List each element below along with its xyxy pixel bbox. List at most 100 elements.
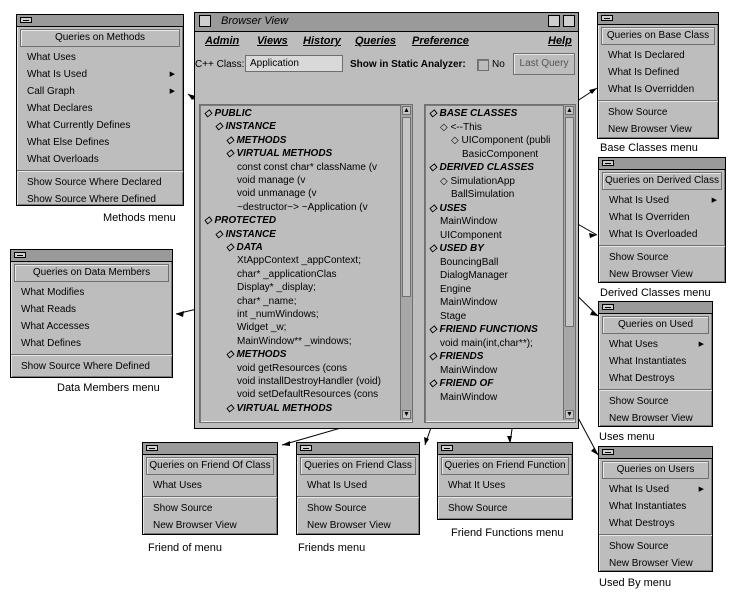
last-query-button[interactable]: Last Query	[513, 53, 575, 75]
menu-titlebar[interactable]	[17, 15, 183, 27]
menu-item-what-uses[interactable]: What Uses	[143, 477, 277, 494]
tree-item[interactable]: void main(int,char**);	[440, 337, 533, 349]
scroll-thumb[interactable]	[402, 117, 411, 297]
menu-item-what-overloads[interactable]: What Overloads	[17, 151, 183, 168]
menu-item-show-source-where-declared[interactable]: Show Source Where Declared	[17, 174, 183, 191]
menu-titlebar[interactable]	[599, 302, 712, 314]
tree-heading[interactable]: ◇ DERIVED CLASSES	[429, 162, 534, 173]
tree-item[interactable]: XtAppContext _appContext;	[237, 255, 361, 267]
menu-titlebar[interactable]	[11, 250, 172, 262]
tree-item[interactable]: Display* _display;	[237, 282, 316, 294]
tree-heading[interactable]: ◇ DATA	[226, 242, 263, 253]
tree-item[interactable]: char* _applicationClas	[237, 268, 337, 280]
menu-item-what-destroys[interactable]: What Destroys	[599, 515, 712, 532]
static-analyzer-checkbox[interactable]	[477, 59, 489, 71]
scroll-up-icon[interactable]: ▲	[565, 106, 574, 115]
tree-heading[interactable]: ◇ FRIEND OF	[429, 378, 494, 389]
tree-heading[interactable]: ◇ VIRTUAL METHODS	[226, 148, 333, 160]
menu-item-what-uses[interactable]: What Uses▶	[599, 336, 712, 353]
menu-titlebar[interactable]	[438, 443, 572, 455]
tree-heading[interactable]: ◇ FRIEND FUNCTIONS	[429, 324, 538, 335]
menu-item-call-graph[interactable]: Call Graph▶	[17, 83, 183, 100]
tree-item[interactable]: int _numWindows;	[237, 309, 319, 320]
menu-item-what-is-used[interactable]: What Is Used▶	[599, 481, 712, 498]
menu-item-new-browser-view[interactable]: New Browser View	[297, 517, 419, 534]
tree-item[interactable]: ◇ UIComponent (publi	[451, 135, 551, 146]
menu-help[interactable]: Help	[548, 35, 572, 47]
tree-heading[interactable]: ◇ PUBLIC	[204, 108, 252, 119]
tree-item[interactable]: BallSimulation	[451, 189, 515, 200]
menu-item-what-destroys[interactable]: What Destroys	[599, 370, 712, 387]
maximize-button[interactable]	[563, 15, 575, 27]
menu-window-button-icon[interactable]	[441, 445, 453, 451]
menu-history[interactable]: History	[303, 35, 341, 47]
menu-item-show-source[interactable]: Show Source	[297, 500, 419, 517]
menu-titlebar[interactable]	[297, 443, 419, 455]
menu-titlebar[interactable]	[143, 443, 277, 455]
menu-queries[interactable]: Queries	[355, 35, 396, 47]
tree-heading[interactable]: ◇ PROTECTED	[204, 215, 277, 227]
menu-item-show-source[interactable]: Show Source	[599, 393, 712, 410]
tree-heading[interactable]: ◇ METHODS	[226, 134, 287, 146]
menu-window-button-icon[interactable]	[20, 17, 32, 23]
menu-item-what-currently-defines[interactable]: What Currently Defines	[17, 117, 183, 134]
tree-item[interactable]: ~destructor~> ~Application (v	[237, 201, 368, 213]
scroll-up-icon[interactable]: ▲	[402, 106, 411, 115]
tree-item[interactable]: void unmanage (v	[237, 188, 317, 200]
menu-titlebar[interactable]	[599, 447, 712, 459]
tree-item[interactable]: Engine	[440, 283, 472, 295]
menu-window-button-icon[interactable]	[300, 445, 312, 451]
minimize-button[interactable]	[548, 15, 560, 27]
menu-admin[interactable]: Admin	[205, 35, 240, 47]
menu-item-show-source-where-defined[interactable]: Show Source Where Defined	[17, 191, 183, 208]
menu-item-new-browser-view[interactable]: New Browser View	[599, 266, 725, 283]
menu-window-button-icon[interactable]	[14, 252, 26, 258]
menu-item-what-accesses[interactable]: What Accesses	[11, 318, 172, 335]
tree-item[interactable]: void getResources (cons	[237, 362, 348, 374]
tree-heading[interactable]: ◇ FRIENDS	[429, 351, 484, 362]
menu-item-new-browser-view[interactable]: New Browser View	[598, 121, 718, 138]
tree-heading[interactable]: ◇ VIRTUAL METHODS	[226, 402, 333, 414]
tree-heading[interactable]: ◇ METHODS	[226, 349, 287, 361]
tree-item[interactable]: MainWindow	[440, 216, 498, 227]
menu-item-show-source[interactable]: Show Source	[143, 500, 277, 517]
menu-window-button-icon[interactable]	[601, 15, 613, 21]
menu-item-what-is-used[interactable]: What Is Used▶	[17, 66, 183, 83]
menu-item-what-it-uses[interactable]: What It Uses	[438, 477, 572, 494]
menu-item-what-is-declared[interactable]: What Is Declared	[598, 47, 718, 64]
menu-item-what-is-overloaded[interactable]: What Is Overloaded	[599, 226, 725, 243]
menu-titlebar[interactable]	[599, 158, 725, 170]
menu-titlebar[interactable]	[598, 13, 718, 25]
menu-item-what-is-used[interactable]: What Is Used▶	[599, 192, 725, 209]
menu-item-what-is-used[interactable]: What Is Used	[297, 477, 419, 494]
left-scrollbar[interactable]: ▲ ▼	[400, 105, 412, 420]
scroll-down-icon[interactable]: ▼	[402, 410, 411, 419]
menu-item-what-is-defined[interactable]: What Is Defined	[598, 64, 718, 81]
menu-window-button-icon[interactable]	[602, 449, 614, 455]
tree-item[interactable]: ◇ SimulationApp	[440, 175, 515, 187]
tree-item[interactable]: void installDestroyHandler (void)	[237, 376, 381, 387]
tree-item[interactable]: MainWindow	[440, 391, 498, 403]
tree-item[interactable]: const const char* className (v	[237, 161, 378, 173]
scroll-down-icon[interactable]: ▼	[565, 410, 574, 419]
menu-item-what-is-overriden[interactable]: What Is Overriden	[599, 209, 725, 226]
tree-heading[interactable]: ◇ INSTANCE	[215, 228, 276, 240]
window-menu-button[interactable]	[199, 15, 211, 27]
menu-views[interactable]: Views	[257, 35, 288, 47]
scroll-thumb[interactable]	[565, 117, 574, 327]
menu-item-show-source[interactable]: Show Source	[438, 500, 572, 517]
tree-item[interactable]: MainWindow	[440, 297, 498, 308]
menu-window-button-icon[interactable]	[146, 445, 158, 451]
menu-item-what-instantiates[interactable]: What Instantiates	[599, 353, 712, 370]
tree-item[interactable]: UIComponent	[440, 229, 502, 241]
right-scrollbar[interactable]: ▲ ▼	[563, 105, 575, 420]
tree-item[interactable]: Stage	[440, 310, 467, 322]
tree-item[interactable]: MainWindow** _windows;	[237, 335, 352, 347]
tree-item[interactable]: BouncingBall	[440, 256, 499, 268]
menu-item-what-modifies[interactable]: What Modifies	[11, 284, 172, 301]
tree-item[interactable]: DialogManager	[440, 270, 508, 281]
menu-item-show-source[interactable]: Show Source	[599, 538, 712, 555]
class-input[interactable]: Application	[245, 55, 343, 72]
menu-item-new-browser-view[interactable]: New Browser View	[143, 517, 277, 534]
tree-item[interactable]: char* _name;	[237, 295, 297, 307]
